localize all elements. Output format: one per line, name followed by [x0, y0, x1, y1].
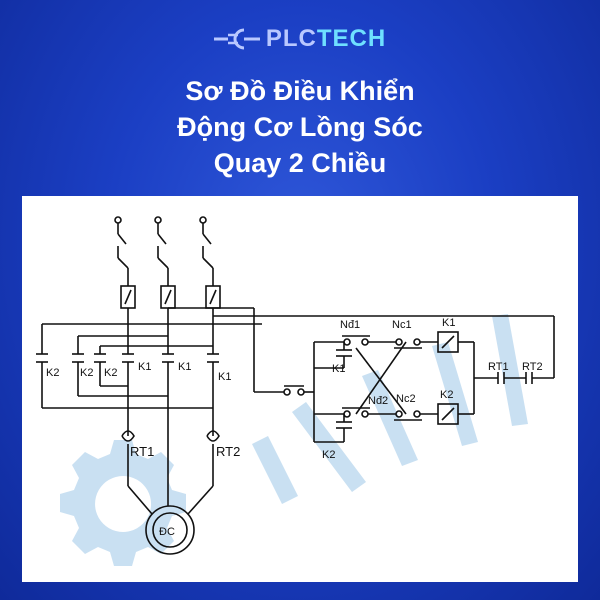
logo-text-tech: TECH	[316, 25, 387, 52]
label-k2-mid-a: K2	[80, 367, 93, 379]
label-k2-left: K2	[46, 367, 59, 379]
title-line-1: Sơ Đồ Điều Khiển	[185, 76, 415, 106]
label-k1-c: K1	[218, 371, 231, 383]
label-nd2: Nđ2	[368, 395, 388, 407]
label-motor: ĐC	[159, 526, 175, 538]
label-nc1: Nc1	[392, 319, 412, 331]
label-nd1: Nđ1	[340, 319, 360, 331]
circuit-diagram: K2 K2 K2 K1 K1 K1 RT1 RT2 ĐC Nđ1 Nc1 K1 …	[36, 216, 555, 566]
motor	[145, 505, 195, 555]
label-k1-hold: K1	[332, 363, 345, 375]
circuit-panel: K2 K2 K2 K1 K1 K1 RT1 RT2 ĐC Nđ1 Nc1 K1 …	[22, 196, 578, 582]
label-k1-coil: K1	[442, 317, 455, 329]
label-rt2-ctrl: RT2	[522, 361, 543, 373]
power-switches	[114, 216, 214, 286]
plug-icon	[213, 28, 260, 50]
label-k1-b: K1	[178, 361, 191, 373]
label-k1-a: K1	[138, 361, 151, 373]
label-nc2: Nc2	[396, 393, 416, 405]
title-line-3: Quay 2 Chiều	[213, 148, 387, 178]
label-k2-hold: K2	[322, 449, 335, 461]
brand-logo: PLCTECH	[0, 24, 600, 54]
control-circuit	[168, 307, 555, 443]
label-rt2-motor: RT2	[216, 444, 240, 459]
logo-text: PLCTECH	[266, 25, 386, 53]
diagram-labels: K2 K2 K2 K1 K1 K1 RT1 RT2 ĐC Nđ1 Nc1 K1 …	[46, 317, 543, 538]
label-k2-coil: K2	[440, 389, 453, 401]
label-k2-mid-b: K2	[104, 367, 117, 379]
power-contacts	[36, 323, 262, 436]
label-rt1-motor: RT1	[130, 444, 154, 459]
logo-text-plc: PLC	[265, 25, 317, 52]
fuses	[120, 285, 221, 324]
watermark	[60, 314, 528, 566]
thermal-relays	[121, 430, 220, 515]
label-rt1-ctrl: RT1	[488, 361, 509, 373]
title-line-2: Động Cơ Lồng Sóc	[177, 112, 423, 142]
